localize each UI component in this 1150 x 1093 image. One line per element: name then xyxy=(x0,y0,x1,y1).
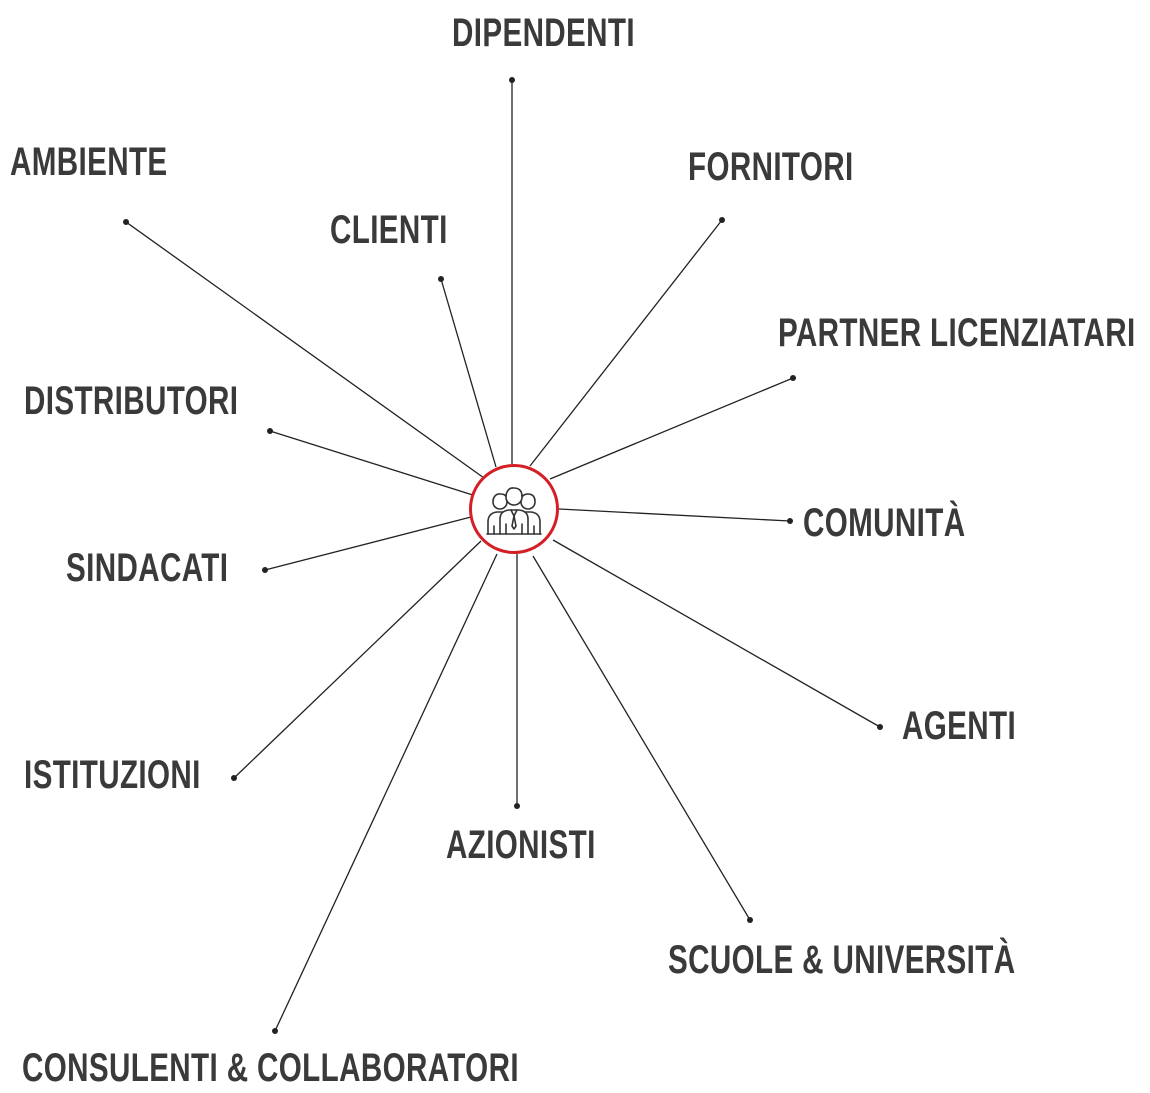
endpoint-dipendenti xyxy=(509,77,515,83)
connector-clienti xyxy=(440,278,497,468)
label-azionisti: AZIONISTI xyxy=(446,823,596,867)
label-consulenti-collaboratori: CONSULENTI & COLLABORATORI xyxy=(22,1046,519,1090)
endpoint-sindacati xyxy=(262,567,268,573)
label-partner-licenziatari: PARTNER LICENZIATARI xyxy=(778,311,1136,355)
endpoint-agenti xyxy=(877,724,883,730)
label-agenti: AGENTI xyxy=(902,704,1017,748)
connector-partner-licenziatari xyxy=(549,377,794,480)
people-group-icon xyxy=(486,487,542,535)
connector-scuole-universita xyxy=(532,555,751,921)
center-node xyxy=(469,464,559,554)
label-dipendenti: DIPENDENTI xyxy=(452,11,635,55)
endpoint-distributori xyxy=(267,428,273,434)
endpoint-clienti xyxy=(438,276,444,282)
endpoint-partner-licenziatari xyxy=(790,375,796,381)
connector-agenti xyxy=(552,539,881,728)
connector-distributori xyxy=(269,430,477,497)
label-ambiente: AMBIENTE xyxy=(10,140,168,184)
endpoint-azionisti xyxy=(514,803,520,809)
label-scuole-universita: SCUOLE & UNIVERSITÀ xyxy=(668,938,1016,982)
label-clienti: CLIENTI xyxy=(330,208,448,252)
connector-sindacati xyxy=(264,516,472,571)
endpoint-ambiente xyxy=(123,219,129,225)
connector-comunita xyxy=(558,508,791,522)
connector-consulenti-collaboratori xyxy=(274,553,498,1032)
endpoint-comunita xyxy=(787,518,793,524)
connector-istituzioni xyxy=(233,540,482,779)
connector-fornitori xyxy=(529,219,723,467)
label-comunita: COMUNITÀ xyxy=(803,501,966,545)
label-sindacati: SINDACATI xyxy=(66,546,229,590)
endpoint-consulenti-collaboratori xyxy=(272,1028,278,1034)
label-fornitori: FORNITORI xyxy=(688,145,854,189)
endpoint-fornitori xyxy=(719,217,725,223)
endpoint-istituzioni xyxy=(231,775,237,781)
connector-ambiente xyxy=(125,221,485,479)
label-distributori: DISTRIBUTORI xyxy=(24,379,239,423)
label-istituzioni: ISTITUZIONI xyxy=(24,753,201,797)
endpoint-scuole-universita xyxy=(747,917,753,923)
